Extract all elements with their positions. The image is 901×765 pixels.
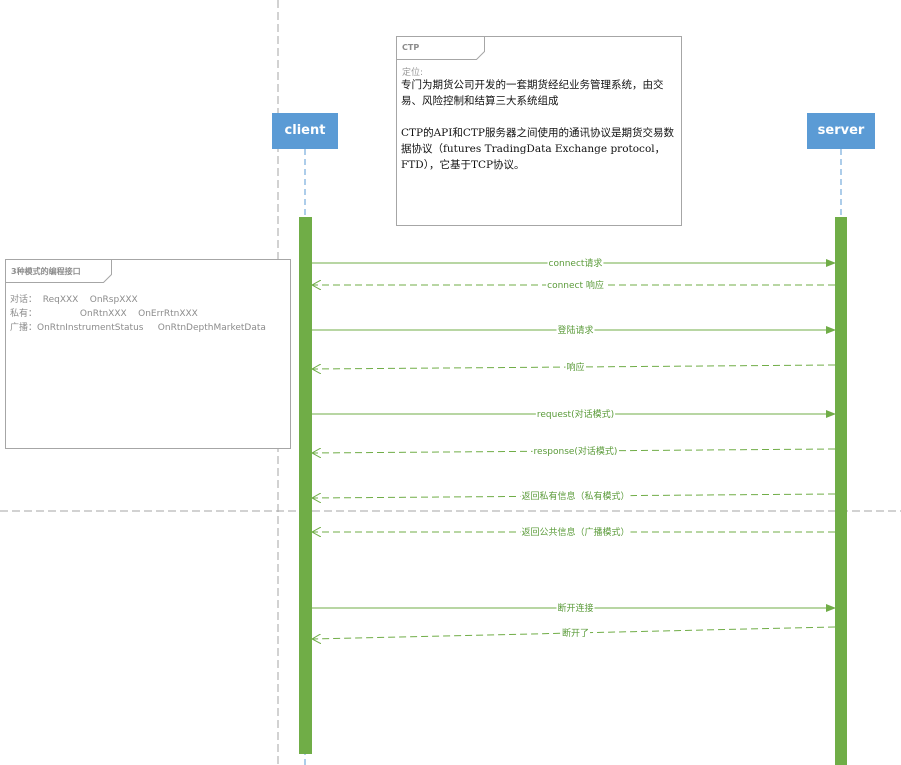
message-label: 断开连接	[557, 602, 593, 614]
message-arrow	[312, 365, 836, 369]
message-label: 登陆请求	[557, 324, 593, 336]
message-label-background	[560, 627, 591, 639]
modes-note: 3种模式的编程接口 对话： ReqXXX OnRspXXX 私有： OnRtnX…	[5, 259, 291, 449]
message-label: 返回公共信息（广播模式）	[521, 526, 629, 538]
client-activation-bar	[299, 217, 312, 754]
message-label-background	[556, 602, 595, 614]
modes-note-title: 3种模式的编程接口	[11, 267, 81, 276]
message-label: connect请求	[549, 257, 603, 269]
message-arrow	[312, 449, 836, 453]
ctp-note: CTP 定位: 专门为期货公司开发的一套期货经纪业务管理系统，由交易、风险控制和…	[396, 36, 682, 226]
message-label-background	[547, 257, 604, 269]
client-actor: client	[272, 113, 338, 149]
message-label-background	[520, 490, 631, 502]
message-label: 断开了	[562, 627, 589, 639]
mode-line-broadcast: 广播：OnRtnInstrumentStatus OnRtnDepthMarke…	[10, 323, 266, 333]
message-label-background	[546, 279, 605, 291]
message-label-background	[532, 445, 619, 457]
message-arrow	[312, 494, 836, 498]
message-label-background	[565, 361, 586, 373]
ctp-note-label: 定位:	[402, 68, 424, 78]
note-tab-frame	[396, 36, 485, 60]
server-actor: server	[807, 113, 875, 149]
message-label: response(对话模式)	[534, 445, 618, 457]
ctp-note-body: 专门为期货公司开发的一套期货经纪业务管理系统，由交易、风险控制和结算三大系统组成…	[401, 77, 679, 189]
message-label-background	[535, 408, 616, 420]
server-activation-bar	[835, 217, 847, 765]
message-label-background	[520, 526, 631, 538]
note-tab-frame	[5, 259, 112, 283]
ctp-note-paragraph-2: CTP的API和CTP服务器之间使用的通讯协议是期货交易数据协议（futures…	[401, 127, 674, 171]
message-arrow	[312, 626, 836, 639]
ctp-note-paragraph-1: 专门为期货公司开发的一套期货经纪业务管理系统，由交易、风险控制和结算三大系统组成	[401, 79, 664, 107]
message-label: connect 响应	[547, 279, 604, 291]
message-label: 响应	[566, 361, 584, 373]
message-label: request(对话模式)	[537, 408, 614, 420]
message-label: 返回私有信息（私有模式）	[521, 490, 629, 502]
mode-line-private: 私有： OnRtnXXX OnErrRtnXXX	[10, 309, 198, 319]
mode-line-dialog: 对话： ReqXXX OnRspXXX	[10, 295, 138, 305]
message-label-background	[556, 324, 595, 336]
ctp-note-title: CTP	[402, 43, 420, 52]
